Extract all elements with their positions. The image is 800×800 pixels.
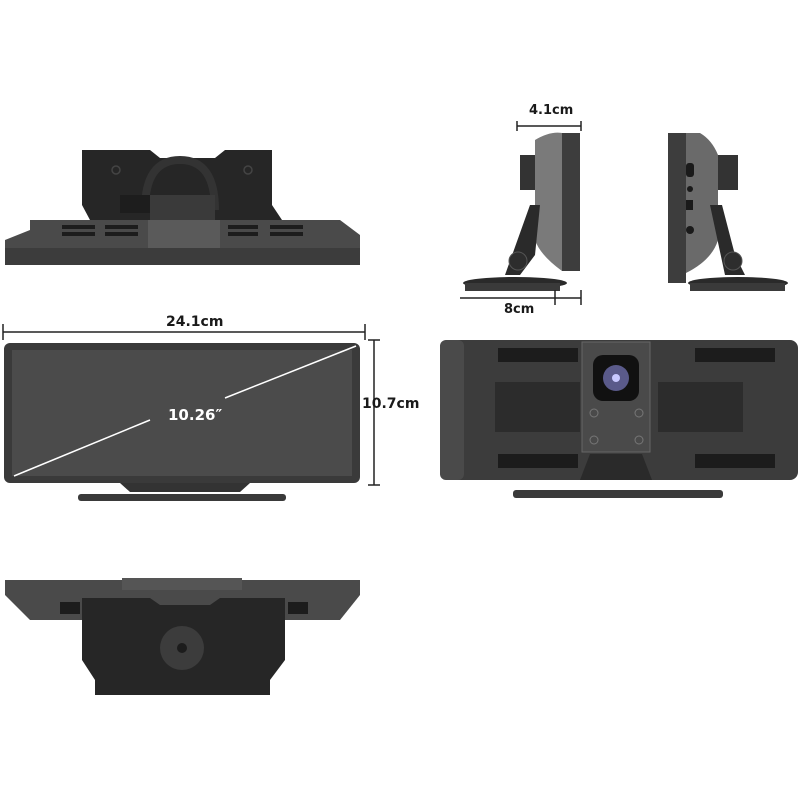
side-views: 4.1cm 8cm: [450, 95, 800, 325]
side-views-drawing: [460, 121, 788, 305]
front-view-drawing: [2, 324, 380, 501]
height-label: 10.7cm: [362, 396, 420, 412]
diagonal-line: [13, 419, 151, 477]
depth-label: 4.1cm: [529, 103, 574, 118]
width-label: 24.1cm: [166, 314, 224, 330]
bottom-view-drawing: [5, 578, 360, 695]
top-view: [0, 140, 370, 270]
usb-port-icon: [686, 200, 693, 210]
audio-jack-icon: [687, 186, 693, 192]
top-view-drawing: [5, 150, 360, 265]
power-port-icon: [686, 226, 694, 234]
rear-view: [430, 330, 800, 510]
rear-view-drawing: [440, 340, 798, 498]
bottom-view: [0, 570, 370, 700]
diagonal-label: 10.26″: [168, 406, 223, 424]
base-depth-label: 8cm: [504, 302, 535, 317]
usb-c-port-icon: [686, 163, 694, 177]
front-view: 24.1cm 10.7cm 10.26″: [0, 300, 420, 510]
